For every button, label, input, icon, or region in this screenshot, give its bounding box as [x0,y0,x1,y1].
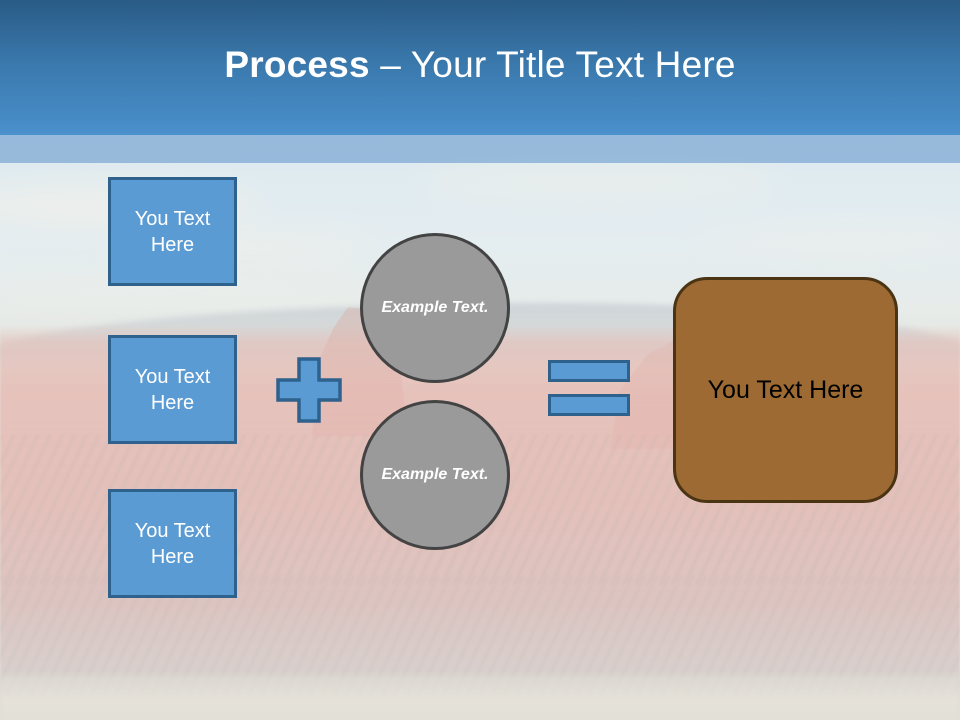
input-box-2[interactable]: You Text Here [108,335,237,444]
title-rest: – Your Title Text Here [369,43,736,85]
cloud-streak-icon [700,227,960,253]
title-underline-band [0,135,960,163]
title-strong: Process [224,43,370,85]
example-circle-2[interactable]: Example Text. [360,400,510,550]
plus-sign-shape [276,357,342,423]
input-box-1-label: You Text Here [134,207,211,256]
example-circle-1-label: Example Text. [381,299,489,316]
input-box-3[interactable]: You Text Here [108,489,237,598]
cloud-streak-icon [420,165,780,199]
input-box-3-label: You Text Here [134,519,211,568]
equals-bar-top [548,360,630,382]
valley-floor [0,675,960,720]
example-circle-1[interactable]: Example Text. [360,233,510,383]
input-box-2-label: You Text Here [134,365,211,414]
plus-sign-icon[interactable] [276,357,342,423]
page-title: Process – Your Title Text Here [224,44,735,86]
input-box-1[interactable]: You Text Here [108,177,237,286]
title-banner: Process – Your Title Text Here [0,0,960,135]
result-panel[interactable]: You Text Here [673,277,898,503]
result-panel-label: You Text Here [707,375,864,404]
equals-sign-icon[interactable] [548,360,630,416]
example-circle-2-label: Example Text. [381,466,489,483]
equals-bar-bottom [548,394,630,416]
